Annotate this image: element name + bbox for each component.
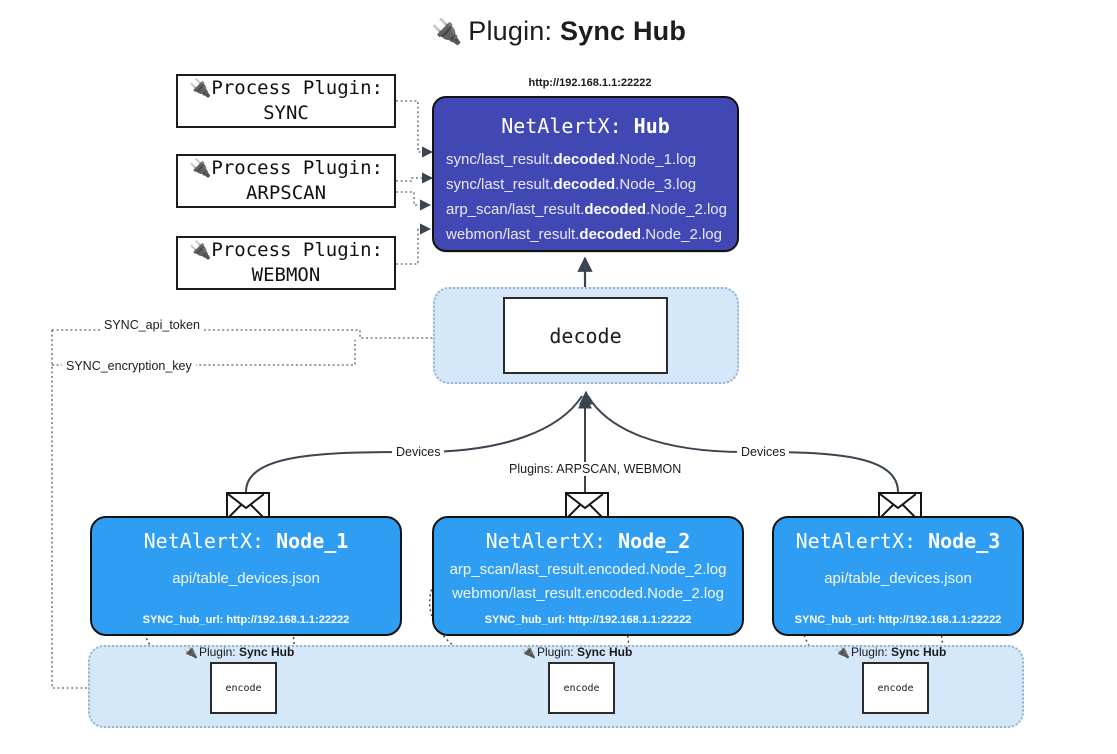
sync-encryption-key-label: SYNC_encryption_key xyxy=(62,359,196,373)
encode-box-node-3[interactable]: encode xyxy=(862,662,929,714)
log-prefix: sync/last_result. xyxy=(446,176,554,193)
log-prefix: arp_scan/last_result. xyxy=(446,201,585,218)
node-hub-url-label: SYNC_hub_url: http://192.168.1.1:22222 xyxy=(142,614,350,626)
hub-log-row: sync/last_result.decoded.Node_1.log xyxy=(434,147,737,172)
node-title: NetAlertX: Node_1 xyxy=(92,529,400,553)
node-row: api/table_devices.json xyxy=(824,570,972,587)
hub-log-row: sync/last_result.decoded.Node_3.log xyxy=(434,172,737,197)
node-row-list: arp_scan/last_result.encoded.Node_2.log … xyxy=(434,558,742,606)
node-hub-url-label: SYNC_hub_url: http://192.168.1.1:22222 xyxy=(794,614,1002,626)
edge-label-devices-left: Devices xyxy=(392,445,445,459)
process-plugin-box-arpscan[interactable]: 🔌Process Plugin: ARPSCAN xyxy=(176,154,396,208)
encode-plugin-caption: 🔌Plugin: Sync Hub xyxy=(183,645,294,659)
node-row-list: api/table_devices.json xyxy=(92,567,400,591)
node-title-name: Node_2 xyxy=(618,529,691,553)
node-hub-url-label: SYNC_hub_url: http://192.168.1.1:22222 xyxy=(484,614,692,626)
hub-title-name: Hub xyxy=(633,114,670,138)
node-title-prefix: NetAlertX: xyxy=(795,529,929,553)
page-title-name: Sync Hub xyxy=(559,16,687,46)
node-row: arp_scan/last_result.encoded.Node_2.log xyxy=(449,561,727,578)
page-title: 🔌Plugin: Sync Hub xyxy=(0,16,1117,47)
hub-log-row: arp_scan/last_result.decoded.Node_2.log xyxy=(434,197,737,222)
decode-box[interactable]: decode xyxy=(503,297,668,374)
process-plugin-label: Process Plugin: xyxy=(211,238,383,261)
log-prefix: sync/last_result. xyxy=(446,151,554,168)
plug-icon: 🔌 xyxy=(521,645,536,659)
caption-name: Sync Hub xyxy=(890,645,947,659)
process-plugin-box-webmon[interactable]: 🔌Process Plugin: WEBMON xyxy=(176,236,396,290)
node-row: webmon/last_result.encoded.Node_2.log xyxy=(452,585,724,602)
hub-log-list: sync/last_result.decoded.Node_1.log sync… xyxy=(434,147,737,247)
node-title: NetAlertX: Node_2 xyxy=(434,529,742,553)
hub-node[interactable]: NetAlertX: Hub sync/last_result.decoded.… xyxy=(432,96,739,252)
sync-api-token-label: SYNC_api_token xyxy=(100,318,204,332)
process-plugin-name: WEBMON xyxy=(251,264,321,286)
log-suffix: .Node_1.log xyxy=(615,151,697,168)
edge-label-plugins: Plugins: ARPSCAN, WEBMON xyxy=(505,462,686,476)
log-keyword: decoded xyxy=(553,176,616,193)
plug-icon: 🔌 xyxy=(835,645,850,659)
log-prefix: webmon/last_result. xyxy=(446,226,580,243)
process-plugin-label: Process Plugin: xyxy=(211,156,383,179)
encode-box-node-1[interactable]: encode xyxy=(210,662,277,714)
log-suffix: .Node_2.log xyxy=(646,201,727,218)
plug-icon: 🔌 xyxy=(183,645,198,659)
log-suffix: .Node_3.log xyxy=(615,176,697,193)
node-box-node-2[interactable]: NetAlertX: Node_2 arp_scan/last_result.e… xyxy=(432,516,744,636)
edge-label-devices-right: Devices xyxy=(737,445,790,459)
node-title-name: Node_3 xyxy=(928,529,1001,553)
node-title-name: Node_1 xyxy=(276,529,349,553)
node-row-list: api/table_devices.json xyxy=(774,567,1022,591)
process-plugin-name: ARPSCAN xyxy=(245,182,327,204)
caption-name: Sync Hub xyxy=(576,645,633,659)
hub-log-row: webmon/last_result.decoded.Node_2.log xyxy=(434,222,737,247)
node-title-prefix: NetAlertX: xyxy=(143,529,277,553)
process-plugin-name: SYNC xyxy=(263,102,309,124)
log-keyword: decoded xyxy=(553,151,616,168)
encode-plugin-caption: 🔌Plugin: Sync Hub xyxy=(521,645,632,659)
node-row: api/table_devices.json xyxy=(172,570,320,587)
page-title-prefix: Plugin: xyxy=(468,16,560,46)
node-title-prefix: NetAlertX: xyxy=(485,529,619,553)
plug-icon: 🔌 xyxy=(430,18,463,46)
node-title: NetAlertX: Node_3 xyxy=(774,529,1022,553)
log-keyword: decoded xyxy=(579,226,642,243)
plug-icon: 🔌 xyxy=(188,239,212,261)
log-suffix: .Node_2.log xyxy=(641,226,722,243)
hub-url-label: http://192.168.1.1:22222 xyxy=(528,77,652,89)
hub-title: NetAlertX: Hub xyxy=(434,114,737,138)
plug-icon: 🔌 xyxy=(188,157,212,179)
plug-icon: 🔌 xyxy=(188,77,212,99)
caption-prefix: Plugin: xyxy=(536,645,577,659)
node-box-node-1[interactable]: NetAlertX: Node_1 api/table_devices.json… xyxy=(90,516,402,636)
node-box-node-3[interactable]: NetAlertX: Node_3 api/table_devices.json… xyxy=(772,516,1024,636)
caption-prefix: Plugin: xyxy=(850,645,891,659)
caption-name: Sync Hub xyxy=(238,645,295,659)
process-plugin-label: Process Plugin: xyxy=(211,76,383,99)
encode-plugin-caption: 🔌Plugin: Sync Hub xyxy=(835,645,946,659)
encode-box-node-2[interactable]: encode xyxy=(548,662,615,714)
caption-prefix: Plugin: xyxy=(198,645,239,659)
log-keyword: decoded xyxy=(584,201,647,218)
hub-title-prefix: NetAlertX: xyxy=(501,114,634,138)
process-plugin-box-sync[interactable]: 🔌Process Plugin: SYNC xyxy=(176,74,396,128)
